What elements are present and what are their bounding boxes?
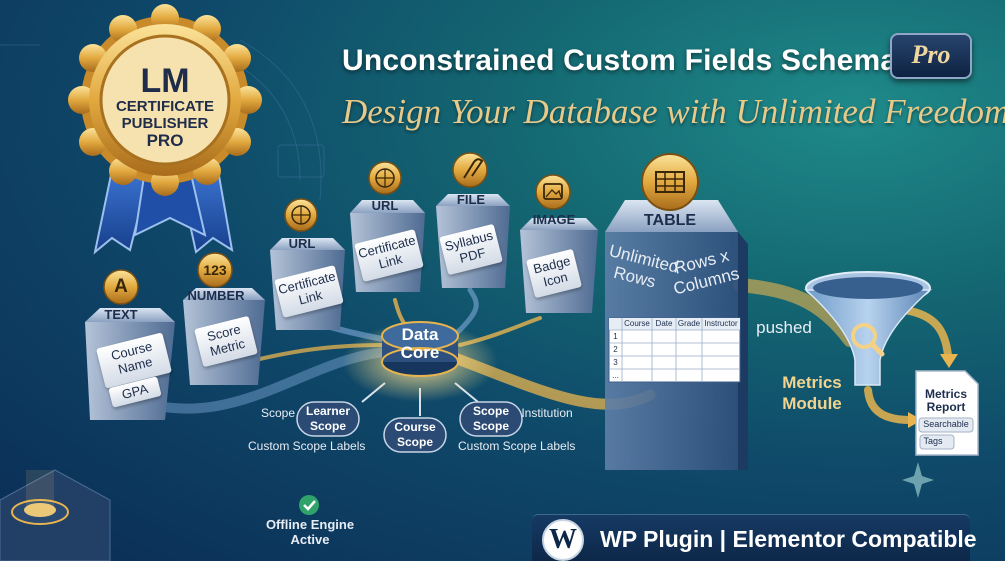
footer-bar: W WP Plugin | Elementor Compatible bbox=[532, 514, 977, 561]
sparkle-icon bbox=[902, 462, 934, 498]
offline-engine-label: Offline Engine bbox=[265, 517, 355, 532]
table-row-more: ... bbox=[612, 371, 619, 380]
wordpress-icon: W bbox=[542, 519, 584, 561]
file-field-type: FILE bbox=[456, 192, 486, 207]
metrics-report-document bbox=[915, 370, 979, 456]
number-field-icon: 123 bbox=[203, 262, 227, 278]
scope-caption-left: Scope bbox=[260, 406, 296, 420]
table-col-date: Date bbox=[655, 319, 673, 328]
badge-line-publisher: PUBLISHER bbox=[121, 115, 209, 132]
table-preview-grid bbox=[608, 317, 741, 383]
number-field-type: NUMBER bbox=[187, 288, 245, 303]
data-core-label: Data Core bbox=[400, 325, 440, 362]
image-field-type: IMAGE bbox=[532, 212, 576, 227]
arrow-head-icon bbox=[908, 412, 922, 428]
table-col-grade: Grade bbox=[677, 319, 701, 328]
table-col-instructor: Instructor bbox=[704, 319, 738, 328]
metrics-report-title: Metrics Report bbox=[924, 387, 968, 414]
text-field-icon: A bbox=[114, 276, 128, 297]
searchable-tag: Searchable bbox=[923, 419, 969, 429]
badge-line-pro: PRO bbox=[146, 131, 184, 150]
tags-tag: Tags bbox=[923, 436, 943, 446]
url-field-type: URL bbox=[288, 236, 316, 251]
scope-caption-right: Institution bbox=[521, 406, 573, 420]
scope-scope-pill: Scope Scope bbox=[472, 404, 509, 433]
custom-scope-labels-right: Custom Scope Labels bbox=[458, 439, 576, 453]
badge-line-certificate: CERTIFICATE bbox=[115, 98, 215, 115]
pro-badge: Pro bbox=[890, 33, 972, 79]
metrics-funnel bbox=[804, 271, 932, 386]
footer-text: WP Plugin | Elementor Compatible bbox=[600, 526, 977, 552]
scope-pills bbox=[296, 401, 523, 453]
metrics-module-label: Metrics Module bbox=[782, 373, 842, 413]
table-field-box bbox=[605, 153, 748, 470]
certificate-badge-rosette bbox=[68, 4, 262, 196]
table-row-3: 3 bbox=[613, 358, 618, 367]
page-subtitle: Design Your Database with Unlimited Free… bbox=[342, 92, 1005, 131]
course-scope-pill: Course Scope bbox=[394, 420, 436, 449]
glow-platform bbox=[0, 469, 111, 561]
offline-check-icon bbox=[299, 495, 319, 515]
hud-decoration bbox=[0, 39, 325, 201]
table-field-type: TABLE bbox=[643, 212, 697, 229]
text-field-type: TEXT bbox=[104, 307, 138, 322]
table-row-1: 1 bbox=[613, 332, 618, 341]
table-row-2: 2 bbox=[613, 345, 618, 354]
custom-scope-labels-left: Custom Scope Labels bbox=[248, 439, 366, 453]
url-field-type-2: URL bbox=[371, 198, 399, 213]
pushed-label: pushed bbox=[756, 318, 812, 337]
offline-engine-status: Active bbox=[290, 532, 330, 547]
badge-line-lm: LM bbox=[140, 62, 190, 100]
data-core-disc bbox=[342, 321, 498, 402]
learner-scope-pill: Learner Scope bbox=[305, 404, 351, 433]
table-col-course: Course bbox=[624, 319, 650, 328]
page-title: Unconstrained Custom Fields Schema bbox=[342, 44, 898, 77]
arrow-head-icon bbox=[940, 354, 958, 368]
